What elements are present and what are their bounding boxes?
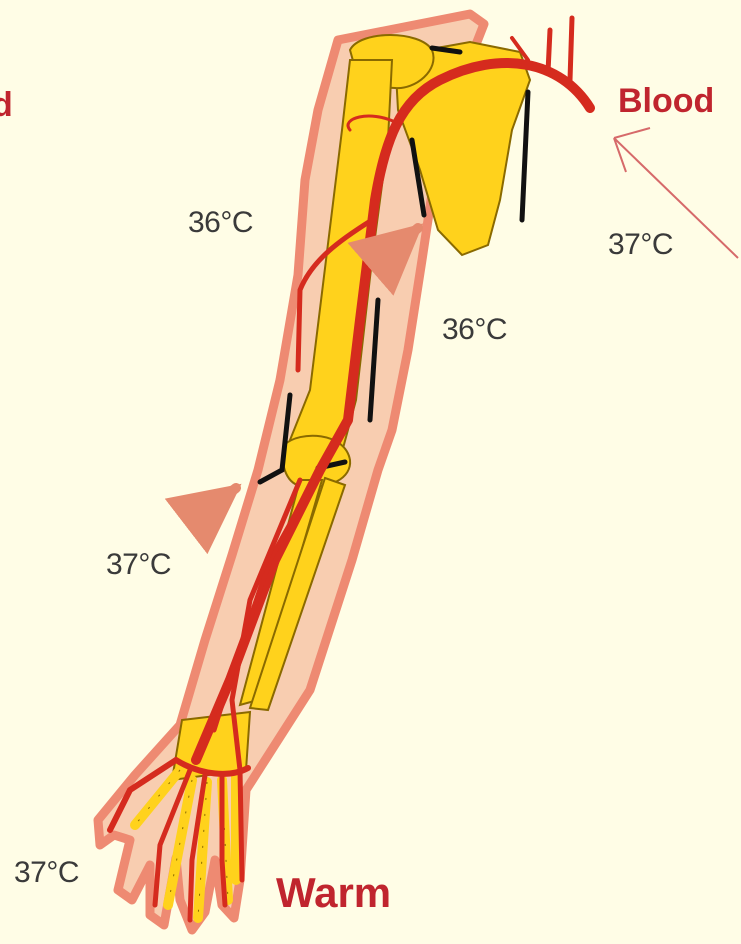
temp-label-hand: 37°C bbox=[14, 858, 79, 888]
temp-label-forearm: 37°C bbox=[106, 550, 171, 580]
warm-label: Warm bbox=[276, 872, 391, 914]
blood-label: Blood bbox=[618, 84, 714, 118]
temp-label-incoming-blood: 37°C bbox=[608, 230, 673, 260]
cutoff-label-fragment: d bbox=[0, 88, 13, 122]
temp-label-upper-arm-left: 36°C bbox=[188, 208, 253, 238]
temp-label-upper-arm-right: 36°C bbox=[442, 315, 507, 345]
